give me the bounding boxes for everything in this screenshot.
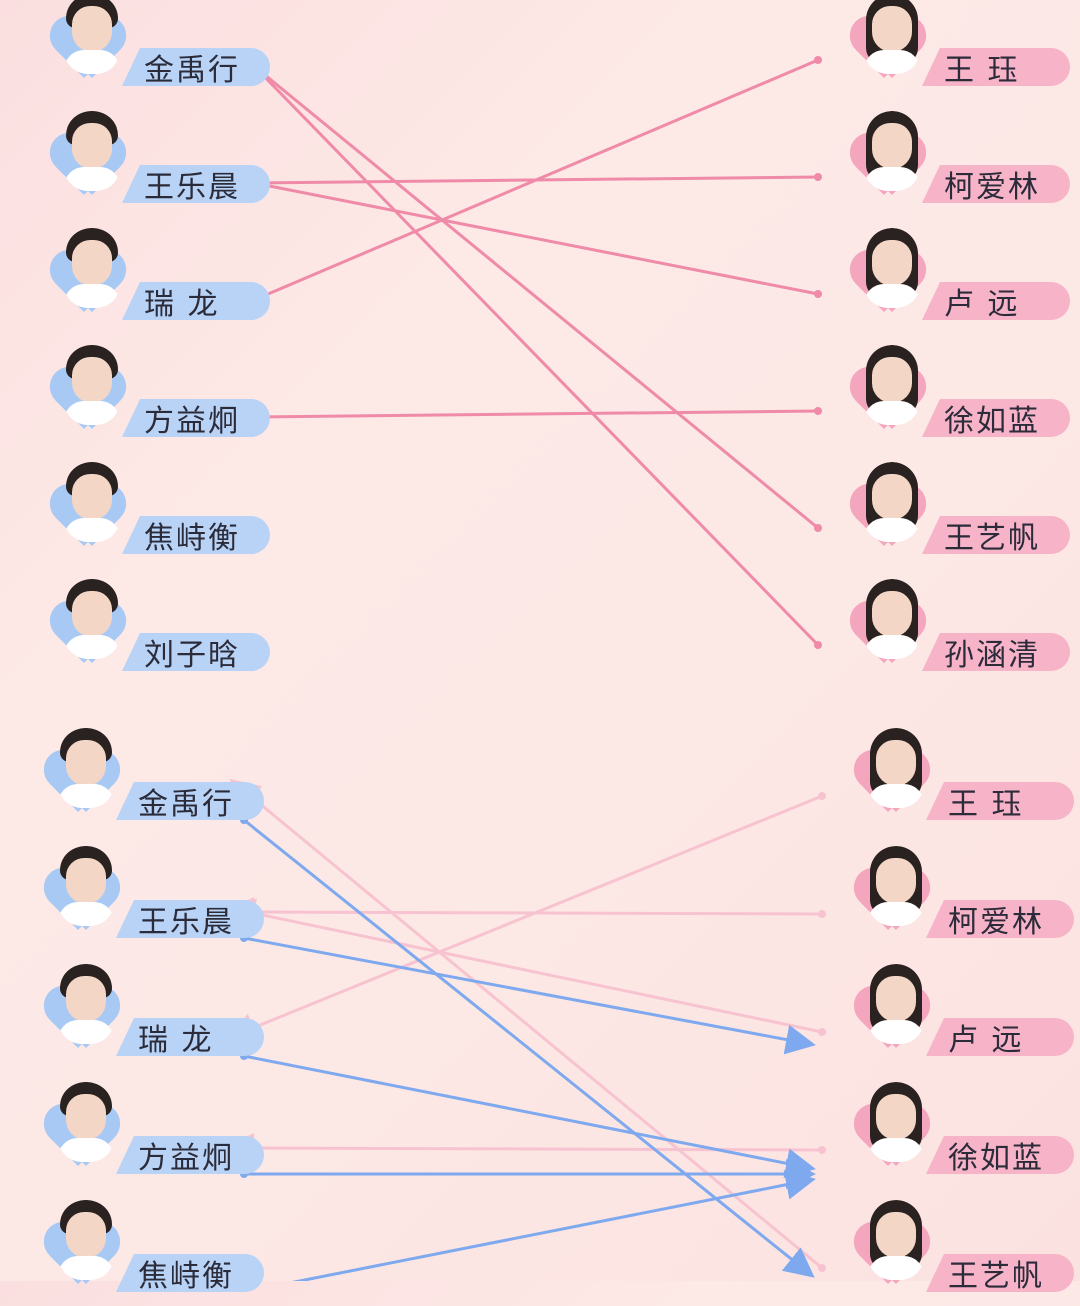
- faded-choice-arrow-3-origin-dot: [818, 1146, 826, 1154]
- male-guest-top-0: 金禹行: [52, 0, 252, 100]
- name-tag: 柯爱林: [926, 900, 1074, 938]
- male-guest-top-5: 刘子晗: [52, 585, 252, 685]
- name-tag: 焦峙衡: [122, 516, 270, 554]
- name-tag: 王艺帆: [926, 1254, 1074, 1292]
- male-guest-bottom-3: 方益炯: [46, 1088, 246, 1188]
- name-tag: 王 珏: [922, 48, 1070, 86]
- avatar: [864, 579, 920, 659]
- female-choice-arrow-0-origin-dot: [814, 56, 822, 64]
- avatar: [64, 0, 120, 74]
- male-choice-arrow-2: [244, 1056, 810, 1168]
- male-guest-top-2: 瑞 龙: [52, 234, 252, 334]
- female-choice-arrow-2: [254, 183, 818, 294]
- faded-choice-arrow-1: [248, 912, 822, 914]
- female-guest-bottom-1: 柯爱林: [856, 852, 1056, 952]
- faded-choice-arrow-4-origin-dot: [818, 1264, 826, 1272]
- male-guest-top-4: 焦峙衡: [52, 468, 252, 568]
- female-guest-top-3: 徐如蓝: [852, 351, 1052, 451]
- avatar: [868, 846, 924, 926]
- name-tag: 瑞 龙: [116, 1018, 264, 1056]
- female-choice-arrow-3: [254, 411, 818, 417]
- female-choice-arrow-5-origin-dot: [814, 641, 822, 649]
- name-tag: 瑞 龙: [122, 282, 270, 320]
- avatar: [58, 964, 114, 1044]
- avatar: [58, 728, 114, 808]
- male-guest-bottom-0: 金禹行: [46, 734, 246, 834]
- name-tag: 方益炯: [122, 399, 270, 437]
- female-guest-bottom-2: 卢 远: [856, 970, 1056, 1070]
- avatar: [864, 345, 920, 425]
- avatar: [64, 462, 120, 542]
- avatar: [58, 1200, 114, 1280]
- name-tag: 方益炯: [116, 1136, 264, 1174]
- avatar: [864, 462, 920, 542]
- male-guest-top-1: 王乐晨: [52, 117, 252, 217]
- faded-choice-arrow-3: [248, 1148, 822, 1150]
- female-guest-bottom-4: 王艺帆: [856, 1206, 1056, 1306]
- male-choice-arrow-4: [244, 1180, 810, 1281]
- male-guest-top-3: 方益炯: [52, 351, 252, 451]
- male-guest-bottom-1: 王乐晨: [46, 852, 246, 952]
- female-guest-top-4: 王艺帆: [852, 468, 1052, 568]
- faded-choice-arrow-0-origin-dot: [818, 792, 826, 800]
- avatar: [868, 1082, 924, 1162]
- female-choice-arrow-2-origin-dot: [814, 290, 822, 298]
- female-choice-arrow-4-origin-dot: [814, 524, 822, 532]
- avatar: [864, 0, 920, 74]
- name-tag: 徐如蓝: [926, 1136, 1074, 1174]
- female-choice-arrow-5: [254, 66, 818, 645]
- female-choice-arrow-1-origin-dot: [814, 173, 822, 181]
- avatar: [868, 1200, 924, 1280]
- female-guest-bottom-0: 王 珏: [856, 734, 1056, 834]
- male-guest-bottom-4: 焦峙衡: [46, 1206, 246, 1306]
- male-choice-arrow-0: [244, 820, 810, 1274]
- male-choice-arrow-1: [244, 938, 810, 1044]
- female-choice-arrow-4: [254, 66, 818, 528]
- name-tag: 刘子晗: [122, 633, 270, 671]
- avatar: [864, 228, 920, 308]
- name-tag: 柯爱林: [922, 165, 1070, 203]
- name-tag: 孙涵清: [922, 633, 1070, 671]
- name-tag: 卢 远: [926, 1018, 1074, 1056]
- avatar: [868, 728, 924, 808]
- female-guest-top-1: 柯爱林: [852, 117, 1052, 217]
- faded-choice-arrow-2-origin-dot: [818, 1028, 826, 1036]
- avatar: [64, 345, 120, 425]
- female-choice-arrow-3-origin-dot: [814, 407, 822, 415]
- female-choice-arrow-1: [254, 177, 818, 183]
- name-tag: 卢 远: [922, 282, 1070, 320]
- avatar: [64, 111, 120, 191]
- name-tag: 焦峙衡: [116, 1254, 264, 1292]
- avatar: [58, 1082, 114, 1162]
- name-tag: 王 珏: [926, 782, 1074, 820]
- name-tag: 王乐晨: [116, 900, 264, 938]
- avatar: [64, 228, 120, 308]
- female-guest-top-2: 卢 远: [852, 234, 1052, 334]
- female-guest-top-0: 王 珏: [852, 0, 1052, 100]
- faded-choice-arrow-2: [248, 912, 822, 1032]
- name-tag: 王乐晨: [122, 165, 270, 203]
- avatar: [868, 964, 924, 1044]
- avatar: [64, 579, 120, 659]
- avatar: [864, 111, 920, 191]
- name-tag: 王艺帆: [922, 516, 1070, 554]
- name-tag: 徐如蓝: [922, 399, 1070, 437]
- name-tag: 金禹行: [116, 782, 264, 820]
- female-guest-top-5: 孙涵清: [852, 585, 1052, 685]
- name-tag: 金禹行: [122, 48, 270, 86]
- female-guest-bottom-3: 徐如蓝: [856, 1088, 1056, 1188]
- male-guest-bottom-2: 瑞 龙: [46, 970, 246, 1070]
- faded-choice-arrow-1-origin-dot: [818, 910, 826, 918]
- avatar: [58, 846, 114, 926]
